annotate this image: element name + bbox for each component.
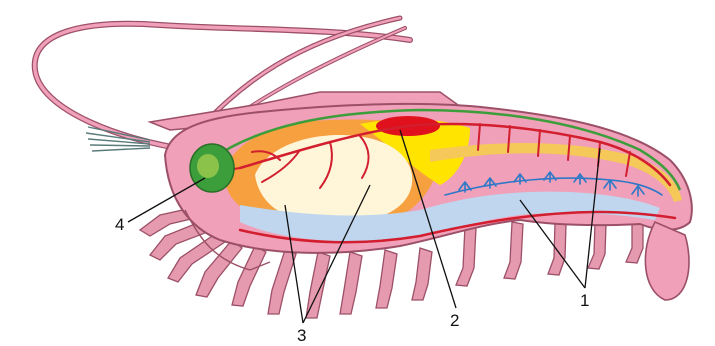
label-4: 4: [115, 215, 124, 234]
label-1: 1: [580, 291, 589, 310]
label-2: 2: [450, 311, 459, 330]
eye: [197, 154, 219, 178]
tail-fan: [645, 222, 689, 300]
label-3: 3: [297, 326, 306, 345]
